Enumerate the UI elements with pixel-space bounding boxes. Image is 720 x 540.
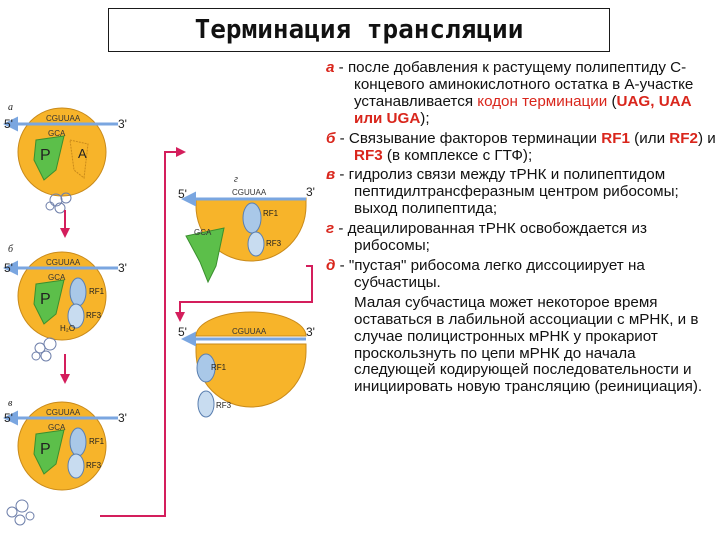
h2o-label-b: H₂O — [60, 324, 75, 333]
rf3-label-v: RF3 — [86, 461, 102, 470]
rf3-label-d: RF3 — [216, 401, 232, 410]
step-a-letter: а — [326, 59, 335, 76]
step-g: г - деацилированная тРНК освобождается и… — [326, 220, 718, 255]
step-g-letter: г — [326, 220, 335, 238]
site-p-v: P — [40, 441, 51, 458]
description-panel: а - после добавления к растущему полипеп… — [326, 59, 718, 399]
rf1-d — [196, 353, 216, 383]
polypeptide-b — [31, 337, 57, 362]
step-a-text2: ( — [607, 92, 617, 110]
panel-v: в 5' 3' CGUUAA GCA P RF1 RF3 — [2, 398, 127, 526]
panel-letter-b: б — [8, 244, 14, 255]
panel-a: а 5' 3' CGUUAA GCA P A — [2, 102, 127, 214]
panel-letter-v: в — [8, 398, 13, 409]
panel-letter-g: г — [234, 174, 238, 185]
rf1-label-d: RF1 — [211, 363, 227, 372]
prime5-b: 5' — [4, 261, 13, 275]
codon-bottom-a: GCA — [48, 129, 66, 138]
step-v: в - гидролиз связи между тРНК и полипепт… — [326, 166, 718, 218]
note-paragraph: Малая субчастица может некоторое время о… — [354, 293, 703, 396]
rf3-v — [67, 453, 85, 479]
codon-top-v: CGUUAA — [46, 408, 81, 417]
step-b-text: - Связывание факторов терминации — [335, 129, 602, 147]
rf3-b — [67, 303, 85, 329]
panel-b: б 5' 3' CGUUAA GCA P RF1 RF3 H₂O — [2, 244, 127, 362]
step-b-rf1: RF1 — [601, 129, 630, 147]
prime5-d: 5' — [178, 325, 187, 339]
rf3-d — [197, 390, 215, 418]
prime5-a: 5' — [4, 117, 13, 131]
rf1-label-g: RF1 — [263, 209, 279, 218]
step-b-text2: (или — [629, 129, 670, 147]
step-b-rf2: RF2 — [669, 129, 698, 147]
step-b-letter: б — [326, 129, 336, 147]
rf3-label-g: RF3 — [266, 239, 282, 248]
codon-top-b: CGUUAA — [46, 258, 81, 267]
arrow-g-d — [175, 265, 313, 322]
rf1-b — [69, 277, 87, 307]
rf3-label-b: RF3 — [86, 311, 102, 320]
codon-top-d: CGUUAA — [232, 327, 267, 336]
site-p-a: P — [40, 147, 51, 164]
a-site-a — [69, 139, 89, 179]
rf1-g — [242, 202, 262, 234]
trna-p-v — [33, 429, 65, 475]
panel-g: г 5' 3' CGUUAA RF1 RF3 GCA — [178, 174, 315, 284]
arrow-v-g — [100, 147, 186, 517]
step-a-text: - после добавления к растущему полипепти… — [334, 59, 694, 110]
codon-top-a: CGUUAA — [46, 114, 81, 123]
codon-top-g: CGUUAA — [232, 188, 267, 197]
title-box: Терминация трансляции — [108, 8, 610, 52]
step-b-rf3: RF3 — [354, 146, 383, 164]
codon-bottom-g: GCA — [194, 228, 212, 237]
site-p-b: P — [40, 291, 51, 308]
prime3-d: 3' — [306, 325, 315, 339]
rf1-label-v: RF1 — [89, 437, 105, 446]
step-b: б - Связывание факторов терминации RF1 (… — [326, 129, 718, 165]
trna-released-g — [185, 227, 225, 284]
step-d: д - "пустая" рибосома легко диссоциирует… — [326, 256, 718, 292]
prime3-v: 3' — [118, 411, 127, 425]
step-b-text4: (в комплексе с ГТФ); — [382, 146, 533, 164]
rf1-v — [69, 427, 87, 457]
step-d-letter: д — [326, 256, 336, 274]
trna-p-a — [33, 135, 65, 181]
step-v-letter: в — [326, 166, 336, 184]
polypeptide-v — [6, 499, 35, 526]
ribosome-small-d — [195, 311, 307, 337]
step-a-red: кодон терминации — [477, 92, 608, 110]
step-a: а - после добавления к растущему полипеп… — [326, 59, 718, 128]
prime3-g: 3' — [306, 185, 315, 199]
rf1-label-b: RF1 — [89, 287, 105, 296]
step-v-text: - гидролиз связи между тРНК и полипептид… — [335, 166, 679, 218]
codon-bottom-b: GCA — [48, 273, 66, 282]
site-a-a: A — [78, 146, 87, 161]
step-a-text3: ); — [420, 109, 430, 127]
page-title: Терминация трансляции — [194, 15, 524, 45]
codon-bottom-v: GCA — [48, 423, 66, 432]
step-a-codons: UAG, UAA или UGA — [354, 92, 692, 127]
prime3-a: 3' — [118, 117, 127, 131]
polypeptide-a — [45, 192, 72, 214]
step-b-text3: ) и — [697, 129, 716, 147]
panel-letter-a: а — [8, 102, 13, 113]
prime5-g: 5' — [178, 187, 187, 201]
panel-d: д 5' 3' CGUUAA RF1 RF3 — [178, 311, 315, 418]
step-d-text: - "пустая" рибосома легко диссоциирует н… — [335, 256, 645, 291]
step-g-text: - деацилированная тРНК освобождается из … — [334, 220, 647, 255]
prime5-v: 5' — [4, 411, 13, 425]
prime3-b: 3' — [118, 261, 127, 275]
trna-p-b — [33, 279, 65, 325]
rf3-g — [247, 231, 265, 257]
termination-diagram: а 5' 3' CGUUAA GCA P A б 5' 3' CGUUAA GC… — [2, 102, 315, 526]
